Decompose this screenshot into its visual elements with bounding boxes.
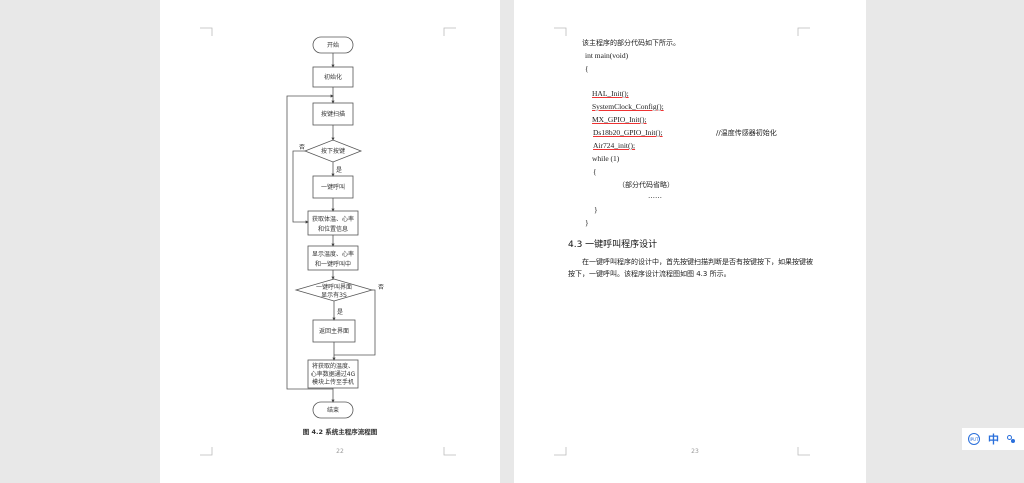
code-line: { — [585, 64, 589, 73]
page-number: 23 — [691, 448, 699, 455]
back-label: 返回主界面 — [319, 327, 349, 335]
start-label: 开始 — [327, 41, 339, 49]
yes-label: 是 — [336, 167, 342, 174]
ime-toolbar[interactable]: IPUT 中 — [962, 428, 1024, 450]
code-line: （部分代码省略） — [618, 181, 674, 189]
send-label-3: 模块上传至手机 — [312, 378, 354, 386]
page-22 — [160, 0, 500, 483]
punctuation-icon[interactable] — [1007, 435, 1015, 443]
code-line: Air724_init(); — [593, 141, 636, 150]
scan-label: 按键扫描 — [321, 110, 345, 118]
paragraph-line: 在一键呼叫程序的设计中，首先按键扫描判断是否有按键按下，如果按键被 — [582, 258, 813, 266]
ime-logo-icon[interactable]: IPUT — [968, 433, 980, 445]
page-number: 22 — [336, 448, 344, 455]
intro-text: 该主程序的部分代码如下所示。 — [582, 39, 680, 47]
show-label: 显示温度、心率 — [312, 250, 354, 258]
end-label: 结束 — [327, 406, 339, 414]
show-label-2: 和一键呼叫中 — [315, 260, 351, 268]
paragraph-line: 按下，一键呼叫。该程序设计流程图如图 4.3 所示。 — [568, 270, 731, 278]
code-line: } — [594, 205, 598, 214]
code-line: HAL_Init(); — [592, 89, 629, 98]
ime-language-toggle[interactable]: 中 — [988, 433, 999, 446]
cond-label: 一键呼叫界面 — [316, 283, 352, 291]
figure-caption: 图 4.2 系统主程序流程图 — [303, 427, 378, 436]
code-comment: //温度传感器初始化 — [716, 129, 777, 137]
yes-label-2: 是 — [337, 309, 343, 316]
code-line: } — [585, 218, 589, 227]
code-line: Ds18b20_GPIO_Init(); — [593, 128, 663, 137]
section-heading: 4.3 一键呼叫程序设计 — [568, 240, 658, 250]
code-line: while (1) — [592, 154, 620, 163]
code-line: int main(void) — [585, 51, 629, 60]
code-line: …… — [648, 192, 662, 200]
get-label-2: 和位置信息 — [318, 225, 348, 233]
code-line: { — [593, 167, 597, 176]
code-line: MX_GPIO_Init(); — [592, 115, 647, 124]
get-label: 获取体温、心率 — [312, 215, 354, 223]
cond-label-2: 显示有3S — [321, 291, 347, 299]
init-label: 初始化 — [324, 73, 342, 81]
no-label: 否 — [299, 144, 305, 151]
page-23 — [514, 0, 866, 483]
no-label-2: 否 — [378, 284, 384, 291]
send-label: 将获取的温度、 — [312, 362, 354, 370]
call-label: 一键呼叫 — [321, 183, 345, 191]
pressed-label: 按下按键 — [321, 147, 345, 155]
code-line: SystemClock_Config(); — [592, 102, 664, 111]
send-label-2: 心率数据通过4G — [311, 370, 356, 378]
